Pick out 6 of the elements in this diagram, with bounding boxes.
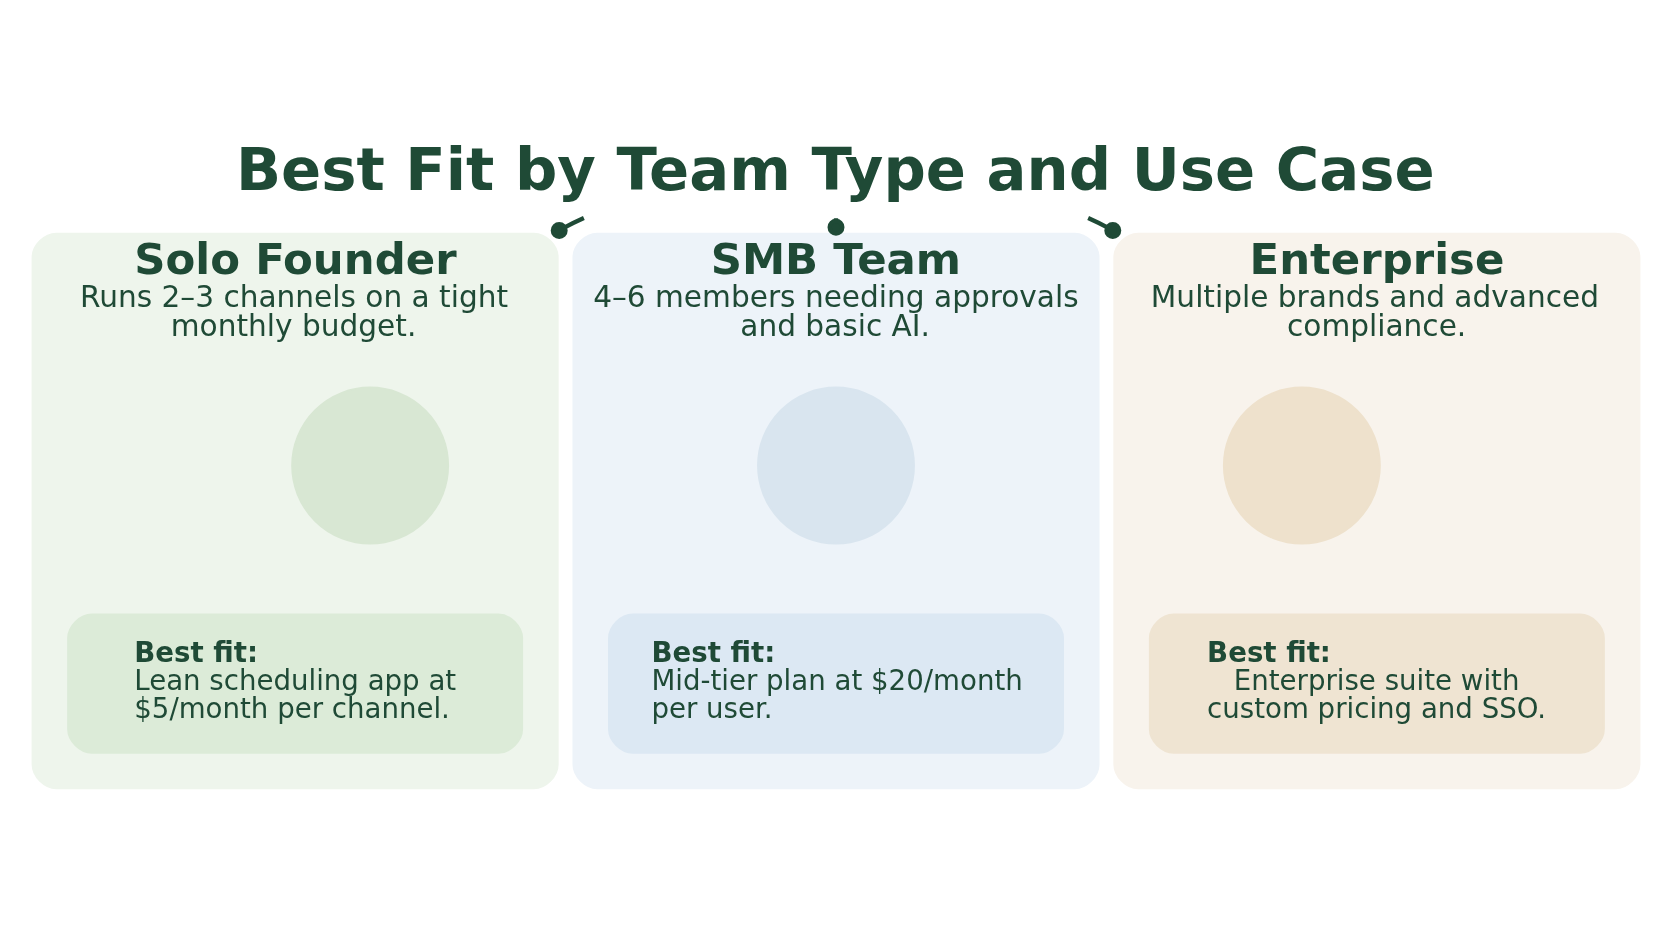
node-text: Best Fit by Team Type and Use Case bbox=[235, 135, 1435, 205]
node-box: Best fit: Enterprise suite with custom pricing and SSO. bbox=[1148, 613, 1605, 754]
connector bbox=[550, 215, 585, 239]
connector bbox=[1087, 215, 1122, 239]
node-circle bbox=[291, 386, 450, 545]
node-circle bbox=[1222, 386, 1381, 545]
